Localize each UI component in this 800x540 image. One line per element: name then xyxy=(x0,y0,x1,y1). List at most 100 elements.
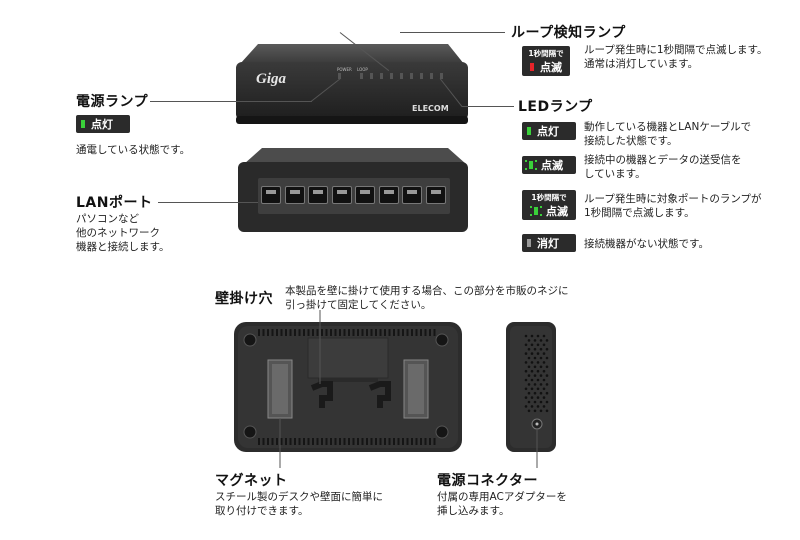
side-vent-hole xyxy=(542,361,546,364)
side-vent-hole xyxy=(545,374,549,377)
side-vent-hole xyxy=(530,343,534,347)
led-row-3-label: 点滅 xyxy=(546,204,568,218)
side-vent-hole xyxy=(536,378,540,382)
lan-port xyxy=(425,186,446,204)
vent-slot xyxy=(375,329,377,336)
vent-slot xyxy=(334,438,337,445)
vent-slot xyxy=(388,438,391,445)
side-vent-hole xyxy=(536,352,540,355)
side-vent-hole xyxy=(524,396,528,399)
vent-slot xyxy=(298,329,301,336)
side-vent-hole xyxy=(533,339,537,342)
side-vent-hole xyxy=(542,396,546,399)
vent-slot xyxy=(357,438,359,445)
side-vent-hole xyxy=(524,369,528,373)
vent-slot xyxy=(316,438,319,445)
vent-slot xyxy=(271,329,274,336)
side-vent-hole xyxy=(545,383,549,386)
led-row-3-badge: 1秒間隔で 点滅 xyxy=(522,190,576,220)
vent-slot xyxy=(415,438,418,445)
vent-slot xyxy=(375,438,377,445)
wall-hole-desc-1: 本製品を壁に掛けて使用する場合、この部分を市販のネジに xyxy=(285,285,569,297)
side-vent-hole xyxy=(530,334,534,338)
vent-slot xyxy=(406,438,409,445)
vent-slot xyxy=(285,329,287,336)
vent-slot xyxy=(280,438,283,445)
power-lamp-title: 電源ランプ xyxy=(76,94,149,110)
lan-port xyxy=(308,186,328,204)
side-vent-hole xyxy=(542,352,546,355)
vent-slot xyxy=(384,438,386,445)
lan-port xyxy=(331,186,352,204)
vent-slot xyxy=(411,438,413,445)
vent-slot xyxy=(294,329,296,336)
front-led-window xyxy=(370,73,373,79)
vent-slot xyxy=(352,329,355,336)
side-vent-hole xyxy=(536,396,540,399)
vent-slot xyxy=(339,329,341,336)
vent-slot xyxy=(294,438,296,445)
gray-led-icon xyxy=(527,239,531,247)
magnet-desc-1: スチール製のデスクや壁面に簡単に xyxy=(215,491,383,503)
vent-slot xyxy=(289,438,292,445)
side-vent-hole xyxy=(545,400,549,404)
side-vent-hole xyxy=(539,339,543,342)
lan-port xyxy=(378,186,399,204)
led-row-2-desc-2: しています。 xyxy=(584,168,646,180)
side-vent-hole xyxy=(527,365,531,369)
side-vent-hole xyxy=(539,391,543,395)
vent-slot xyxy=(262,438,265,445)
side-vent-hole xyxy=(524,343,528,347)
side-vent-hole xyxy=(530,361,534,364)
vent-slot xyxy=(312,438,314,445)
vent-slot xyxy=(393,438,395,445)
side-vent-hole xyxy=(542,387,546,391)
led-row-2-badge: 点滅 xyxy=(522,156,576,174)
vent-slot xyxy=(348,438,350,445)
vent-slot xyxy=(276,438,278,445)
vent-slot xyxy=(361,438,364,445)
green-led-icon xyxy=(81,120,85,128)
vent-slot xyxy=(271,438,274,445)
vent-slot xyxy=(289,329,292,336)
led-row-1-desc-1: 動作している機器とLANケーブルで xyxy=(584,121,752,133)
led-row-3-badge-top: 1秒間隔で xyxy=(531,192,567,202)
vent-slot xyxy=(361,329,364,336)
wall-hole-desc-2: 引っ掛けて固定してください。 xyxy=(285,299,432,311)
vent-slot xyxy=(393,329,395,336)
led-row-3-desc-1: ループ発生時に対象ポートのランプが xyxy=(584,193,762,205)
power-lamp-desc: 通電している状態です。 xyxy=(76,144,191,156)
red-led-icon xyxy=(530,62,534,71)
vent-slot xyxy=(433,438,436,445)
vent-slot xyxy=(366,438,368,445)
power-connector-desc-2: 挿し込みます。 xyxy=(437,505,510,517)
side-vent-hole xyxy=(542,378,546,382)
side-vent-hole xyxy=(524,378,528,382)
power-connector-title: 電源コネクター xyxy=(437,473,538,489)
side-vent-hole xyxy=(533,365,537,369)
led-row-4-label: 消灯 xyxy=(537,237,559,250)
vent-slot xyxy=(429,438,431,445)
front-led-window xyxy=(390,73,393,79)
side-vent-hole xyxy=(536,387,540,391)
vent-slot xyxy=(370,329,373,336)
led-row-2-label: 点滅 xyxy=(541,159,563,172)
vent-slot xyxy=(366,329,368,336)
lan-port xyxy=(355,186,375,204)
vent-slot xyxy=(424,329,427,336)
vent-slot xyxy=(357,329,359,336)
side-vent-hole xyxy=(530,387,534,391)
led-row-1-badge: 点灯 xyxy=(522,122,576,140)
side-vent-hole xyxy=(527,339,531,342)
vent-slot xyxy=(397,329,400,336)
green-blinking-led-icon xyxy=(530,205,542,216)
side-vent-hole xyxy=(542,369,546,373)
side-vent-hole xyxy=(536,369,540,373)
side-vent-hole xyxy=(524,405,528,408)
front-label-power: POWER xyxy=(337,67,352,72)
side-vent-hole xyxy=(527,347,531,351)
side-vent-hole xyxy=(527,374,531,377)
side-vent-hole xyxy=(527,409,531,413)
vent-slot xyxy=(334,329,337,336)
side-vent-hole xyxy=(533,356,537,360)
